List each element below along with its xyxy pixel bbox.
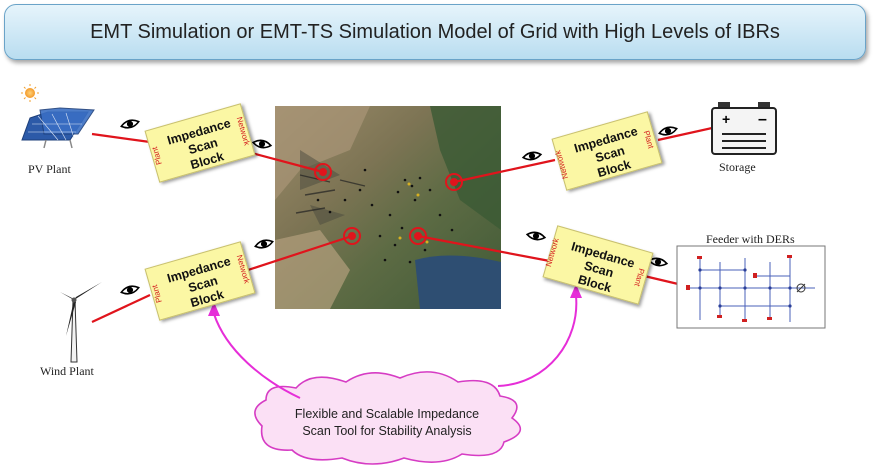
storage-label: Storage <box>719 160 756 174</box>
title-banner: EMT Simulation or EMT-TS Simulation Mode… <box>4 4 866 60</box>
feeder-label: Feeder with DERs <box>706 232 795 246</box>
wind-plant-label: Wind Plant <box>40 364 94 378</box>
svg-text:–: – <box>758 111 767 128</box>
pv-panel-icon <box>21 84 95 149</box>
diagram-title: EMT Simulation or EMT-TS Simulation Mode… <box>90 20 780 43</box>
connection-points <box>314 163 463 245</box>
svg-text:+: + <box>722 111 730 127</box>
block-side-plant: Plant <box>641 129 656 150</box>
cloud-shape <box>254 371 522 465</box>
battery-icon: + – <box>711 102 777 155</box>
arrowheads <box>208 284 582 316</box>
grid-map <box>275 106 501 309</box>
cloud-text: Flexible and Scalable Impedance Scan Too… <box>294 407 480 438</box>
feeder-schematic <box>676 245 826 329</box>
wind-turbine-icon <box>60 282 102 363</box>
block-side-plant: Plant <box>632 267 646 288</box>
probe-eye-icons <box>120 119 678 295</box>
pv-plant-label: PV Plant <box>28 162 71 176</box>
cloud-arrows <box>213 295 578 399</box>
